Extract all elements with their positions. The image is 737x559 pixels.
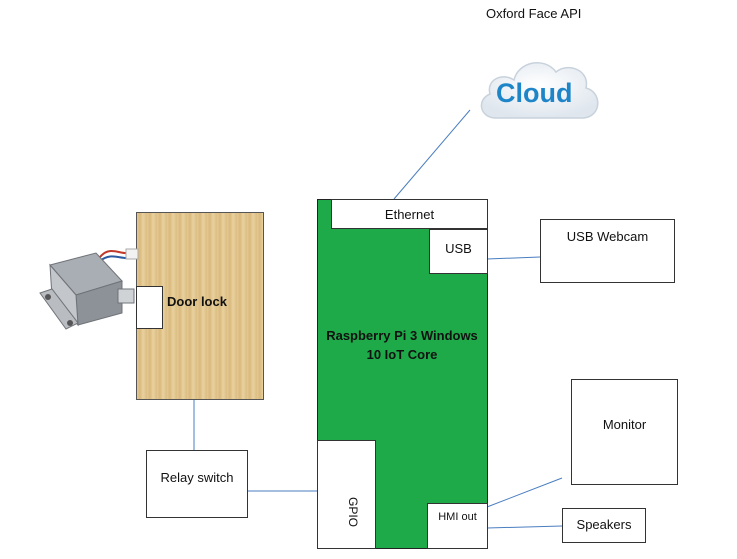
cloud-icon	[480, 62, 599, 119]
hdmi-port: HMI out	[427, 503, 488, 549]
electric-lock-icon	[39, 248, 139, 330]
relay-switch-box: Relay switch	[146, 450, 248, 518]
pi-title: Raspberry Pi 3 Windows 10 IoT Core	[326, 328, 478, 362]
door-lock-slot	[136, 286, 163, 329]
speakers-box: Speakers	[562, 508, 646, 543]
monitor-box: Monitor	[571, 379, 678, 485]
cloud-label: Cloud	[496, 78, 573, 108]
hdmi-speakers-line	[486, 525, 563, 529]
gpio-port: GPIO	[317, 440, 376, 549]
gpio-label: GPIO	[346, 496, 361, 528]
usb-port: USB	[429, 229, 488, 274]
usb-webcam-box: USB Webcam	[540, 219, 675, 283]
usb-webcam-line	[486, 256, 541, 260]
api-label: Oxford Face API	[486, 6, 582, 21]
door-lock-label: Door lock	[167, 294, 227, 309]
electric-lock-image	[30, 235, 140, 335]
ethernet-port: Ethernet	[331, 199, 488, 229]
cloud-ethernet-line	[393, 109, 471, 200]
hdmi-monitor-line	[486, 477, 563, 508]
cloud: Cloud	[474, 50, 604, 134]
